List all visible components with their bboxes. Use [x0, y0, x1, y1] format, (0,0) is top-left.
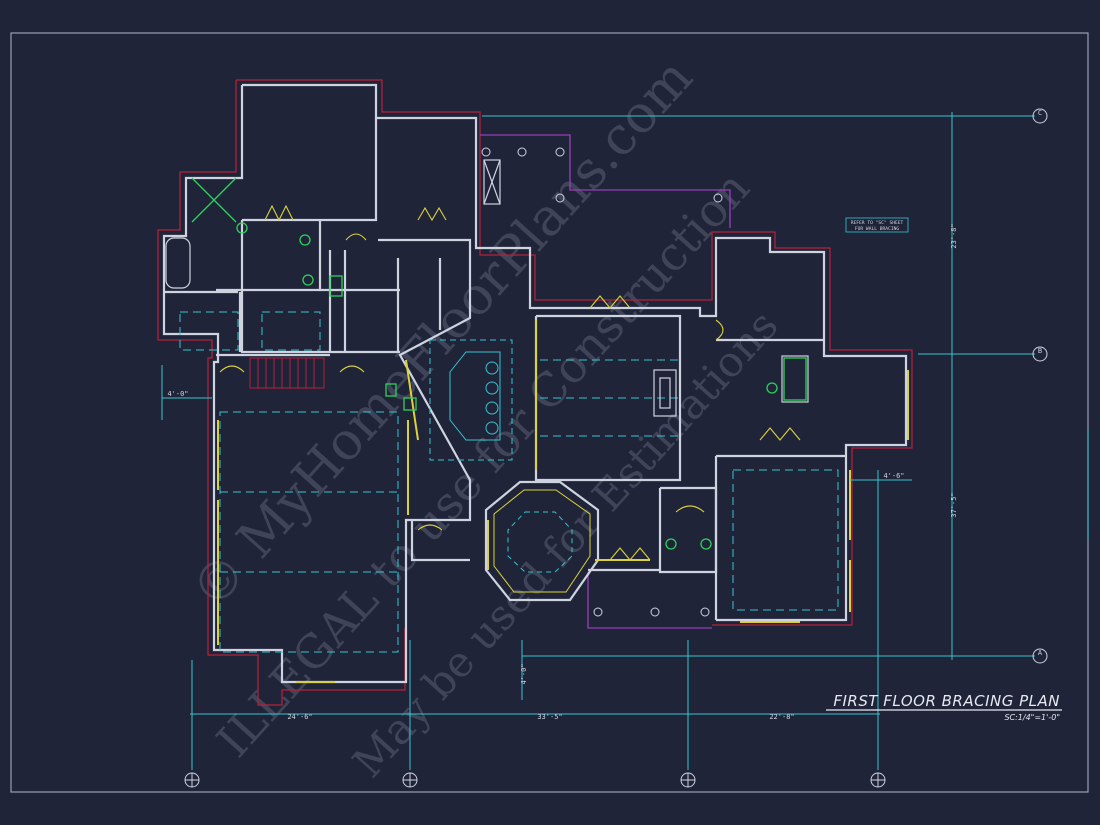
dim-bottom-2: 33'-5" — [537, 713, 562, 721]
plan-scale: SC:1/4"=1'-0" — [1004, 713, 1060, 722]
dim-bottom-3: 22'-8" — [769, 713, 794, 721]
walls — [162, 83, 908, 684]
exterior-outline — [157, 79, 913, 706]
dimension-text: 24'-6" 33'-5" 22'-8" 23'-8" 37'-5" 4'-0"… — [167, 223, 958, 721]
bracing-note: REFER TO "SC" SHEET FOR WALL BRACING — [845, 217, 909, 233]
dim-right-2: 37'-5" — [950, 492, 958, 517]
plan-title: FIRST FLOOR BRACING PLAN — [833, 692, 1060, 710]
grid-marker-c: C — [1038, 109, 1042, 117]
porch-posts — [481, 147, 723, 617]
grid-marker-b: B — [1038, 347, 1042, 355]
dimension-lines — [161, 112, 1089, 770]
dim-bottom-1: 24'-6" — [287, 713, 312, 721]
note-line-2: FOR WALL BRACING — [855, 226, 899, 232]
octagon-nook — [484, 480, 600, 602]
title-block: FIRST FLOOR BRACING PLAN SC:1/4"=1'-0" — [826, 692, 1062, 722]
grid-marker-a: A — [1038, 649, 1043, 657]
grid-bubbles-bottom — [184, 772, 886, 788]
dim-right-1: 23'-8" — [950, 223, 958, 248]
dim-side-left: 4'-0" — [167, 390, 188, 398]
fixtures — [191, 177, 807, 550]
kitchen-island — [429, 339, 513, 461]
fireplace — [483, 159, 677, 417]
dim-side-right: 4'-6" — [883, 472, 904, 480]
dashed-ceiling-lines — [179, 311, 839, 653]
note-line-1: REFER TO "SC" SHEET — [851, 220, 904, 226]
stair — [249, 357, 325, 389]
grid-bubbles-right: C B A — [1032, 108, 1048, 664]
sheet-border — [10, 32, 1089, 793]
dim-side-mid: 4'-0" — [520, 663, 528, 684]
bracing-segments — [217, 320, 909, 683]
roof-lines — [480, 134, 731, 629]
tub — [165, 237, 809, 403]
door-swings — [219, 204, 801, 561]
